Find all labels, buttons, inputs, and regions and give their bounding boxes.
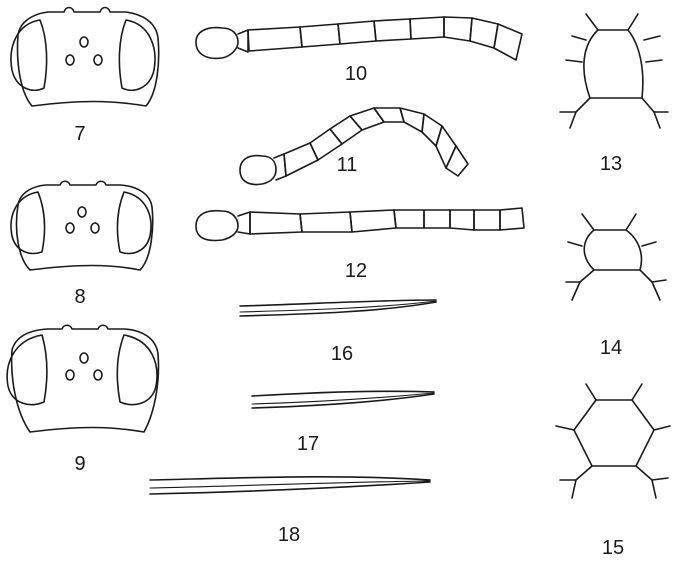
fig7-head-drawing [10, 6, 160, 107]
fig7-label: 7 [74, 123, 85, 145]
fig13-cell-drawing [559, 13, 669, 129]
fig15-label: 15 [602, 537, 624, 559]
fig16-label: 16 [331, 343, 353, 365]
fig10-antenna-drawing [195, 16, 523, 61]
fig13-label: 13 [600, 153, 622, 175]
fig14-label: 14 [600, 337, 622, 359]
fig18-label: 18 [278, 524, 300, 546]
fig17-spine-drawing [251, 390, 435, 409]
fig18-spine-drawing [149, 476, 431, 495]
fig15-cell-drawing [555, 383, 671, 499]
fig11-antenna-drawing [239, 107, 469, 186]
fig16-spine-drawing [239, 299, 437, 317]
fig8-label: 8 [74, 286, 85, 308]
fig10-label: 10 [345, 63, 367, 85]
fig14-cell-drawing [565, 213, 667, 301]
fig11-label: 11 [337, 154, 358, 176]
fig9-label: 9 [74, 453, 85, 475]
fig8-head-drawing [10, 180, 154, 271]
fig9-head-drawing [6, 324, 160, 433]
fig12-label: 12 [345, 260, 367, 282]
fig17-label: 17 [297, 433, 319, 455]
fig12-antenna-drawing [195, 207, 525, 242]
